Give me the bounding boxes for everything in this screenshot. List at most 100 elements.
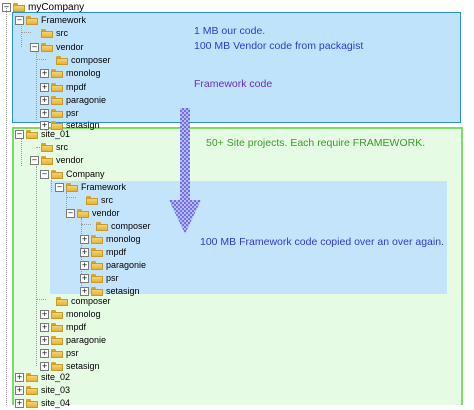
expand-icon[interactable]: + (40, 95, 49, 105)
tree-item-site-monolog[interactable]: + monolog (40, 307, 101, 321)
expand-icon[interactable]: + (80, 273, 89, 283)
tree-item-company-psr[interactable]: + psr (80, 271, 119, 285)
expand-icon[interactable]: + (80, 260, 89, 270)
expand-icon[interactable]: + (15, 385, 24, 395)
tree-item-label: Framework (41, 15, 87, 25)
expand-icon[interactable]: + (40, 82, 49, 92)
expand-icon[interactable]: + (15, 372, 24, 382)
expand-icon[interactable]: + (40, 335, 49, 345)
folder-icon (51, 322, 63, 332)
site-projects-note: 50+ Site projects. Each require FRAMEWOR… (206, 137, 426, 149)
tree-item-company-paragonie[interactable]: + paragonie (80, 258, 146, 272)
tree-item-company-setasign[interactable]: + setasign (80, 284, 140, 298)
tree-item-site-04[interactable]: + site_04 (15, 396, 70, 410)
tree-item-label: site_03 (41, 385, 71, 395)
tree-item-site-src[interactable]: src (30, 140, 68, 154)
tree-root-label: myCompany (28, 1, 85, 13)
collapse-icon[interactable]: − (15, 129, 24, 139)
tree-item-label: composer (111, 221, 151, 231)
arrow-head (169, 200, 201, 234)
framework-caption: Framework code (194, 78, 273, 90)
expand-icon[interactable]: + (15, 398, 24, 408)
tree-item-site-vendor[interactable]: − vendor (30, 153, 84, 167)
tree-item-site-01[interactable]: − site_01 (15, 127, 70, 141)
tree-item-label: src (101, 195, 113, 205)
expand-icon[interactable]: + (40, 120, 49, 130)
tree-item-company-mpdf[interactable]: + mpdf (80, 245, 126, 259)
tree-item-label: site_02 (41, 372, 71, 382)
folder-icon (51, 82, 63, 92)
tree-item-label: setasign (106, 286, 140, 296)
folder-icon (26, 398, 38, 408)
folder-icon (26, 372, 38, 382)
collapse-icon[interactable]: − (40, 169, 49, 179)
collapse-icon[interactable]: − (55, 182, 64, 192)
tree-item-company-vendor[interactable]: − vendor (66, 206, 120, 220)
collapse-icon[interactable]: − (66, 208, 75, 218)
tree-item-framework[interactable]: − Framework (15, 13, 86, 27)
folder-icon (91, 273, 103, 283)
tree-item-label: site_04 (41, 398, 71, 408)
expand-icon[interactable]: + (40, 348, 49, 358)
expand-icon[interactable]: + (80, 286, 89, 296)
tree-item-vendor[interactable]: − vendor (30, 40, 84, 54)
collapse-icon[interactable]: − (30, 42, 39, 52)
tree-item-site-02[interactable]: + site_02 (15, 370, 70, 384)
tree-item-label: mpdf (66, 322, 87, 332)
folder-icon (51, 361, 63, 371)
tree-item-label: paragonie (106, 260, 147, 270)
tree-item-setasign[interactable]: + setasign (40, 118, 100, 132)
arrow-shaft (180, 108, 190, 202)
collapse-icon[interactable]: − (30, 155, 39, 165)
folder-icon (51, 348, 63, 358)
tree-item-label: mpdf (106, 247, 127, 257)
folder-icon (13, 2, 25, 12)
expand-icon[interactable]: + (40, 108, 49, 118)
framework-box (12, 12, 461, 123)
tree-item-label: paragonie (66, 335, 107, 345)
tree-item-label: Framework (81, 182, 127, 192)
tree-item-label: vendor (56, 42, 84, 52)
folder-icon (86, 195, 98, 205)
folder-icon (51, 108, 63, 118)
expand-icon[interactable]: + (40, 309, 49, 319)
tree-item-company-composer[interactable]: composer (85, 219, 151, 233)
tree-item-mpdf[interactable]: + mpdf (40, 80, 86, 94)
folder-icon (41, 142, 53, 152)
folder-icon (96, 221, 108, 231)
copy-arrow (169, 108, 201, 234)
tree-item-label: psr (66, 108, 79, 118)
tree-item-monolog[interactable]: + monolog (40, 66, 101, 80)
tree-item-label: setasign (66, 361, 100, 371)
tree-item-company-framework[interactable]: − Framework (55, 180, 126, 194)
tree-item-site-psr[interactable]: + psr (40, 346, 79, 360)
tree-item-label: psr (66, 348, 79, 358)
tree-item-company-src[interactable]: src (75, 193, 113, 207)
framework-note-size: 1 MB our code. (194, 25, 266, 37)
folder-icon (41, 155, 53, 165)
tree-item-psr[interactable]: + psr (40, 106, 79, 120)
folder-icon (66, 182, 78, 192)
tree-item-label: src (56, 142, 68, 152)
expand-icon[interactable]: + (80, 247, 89, 257)
tree-item-src[interactable]: src (30, 26, 68, 40)
folder-icon (51, 95, 63, 105)
tree-item-site-mpdf[interactable]: + mpdf (40, 320, 86, 334)
tree-item-composer[interactable]: composer (45, 53, 111, 67)
tree-item-site-03[interactable]: + site_03 (15, 383, 70, 397)
tree-item-site-paragonie[interactable]: + paragonie (40, 333, 106, 347)
tree-item-site-setasign[interactable]: + setasign (40, 359, 100, 373)
expand-icon[interactable]: + (40, 322, 49, 332)
expand-icon[interactable]: + (40, 361, 49, 371)
tree-item-label: Company (66, 169, 105, 179)
expand-icon[interactable]: + (40, 68, 49, 78)
tree-item-label: setasign (66, 120, 100, 130)
collapse-icon[interactable]: − (15, 15, 24, 25)
folder-icon (56, 55, 68, 65)
tree-item-company[interactable]: − Company (40, 167, 105, 181)
tree-item-label: site_01 (41, 129, 71, 139)
expand-icon[interactable]: + (80, 234, 89, 244)
tree-item-company-monolog[interactable]: + monolog (80, 232, 141, 246)
tree-item-site-composer[interactable]: composer (45, 294, 111, 308)
tree-item-paragonie[interactable]: + paragonie (40, 93, 106, 107)
